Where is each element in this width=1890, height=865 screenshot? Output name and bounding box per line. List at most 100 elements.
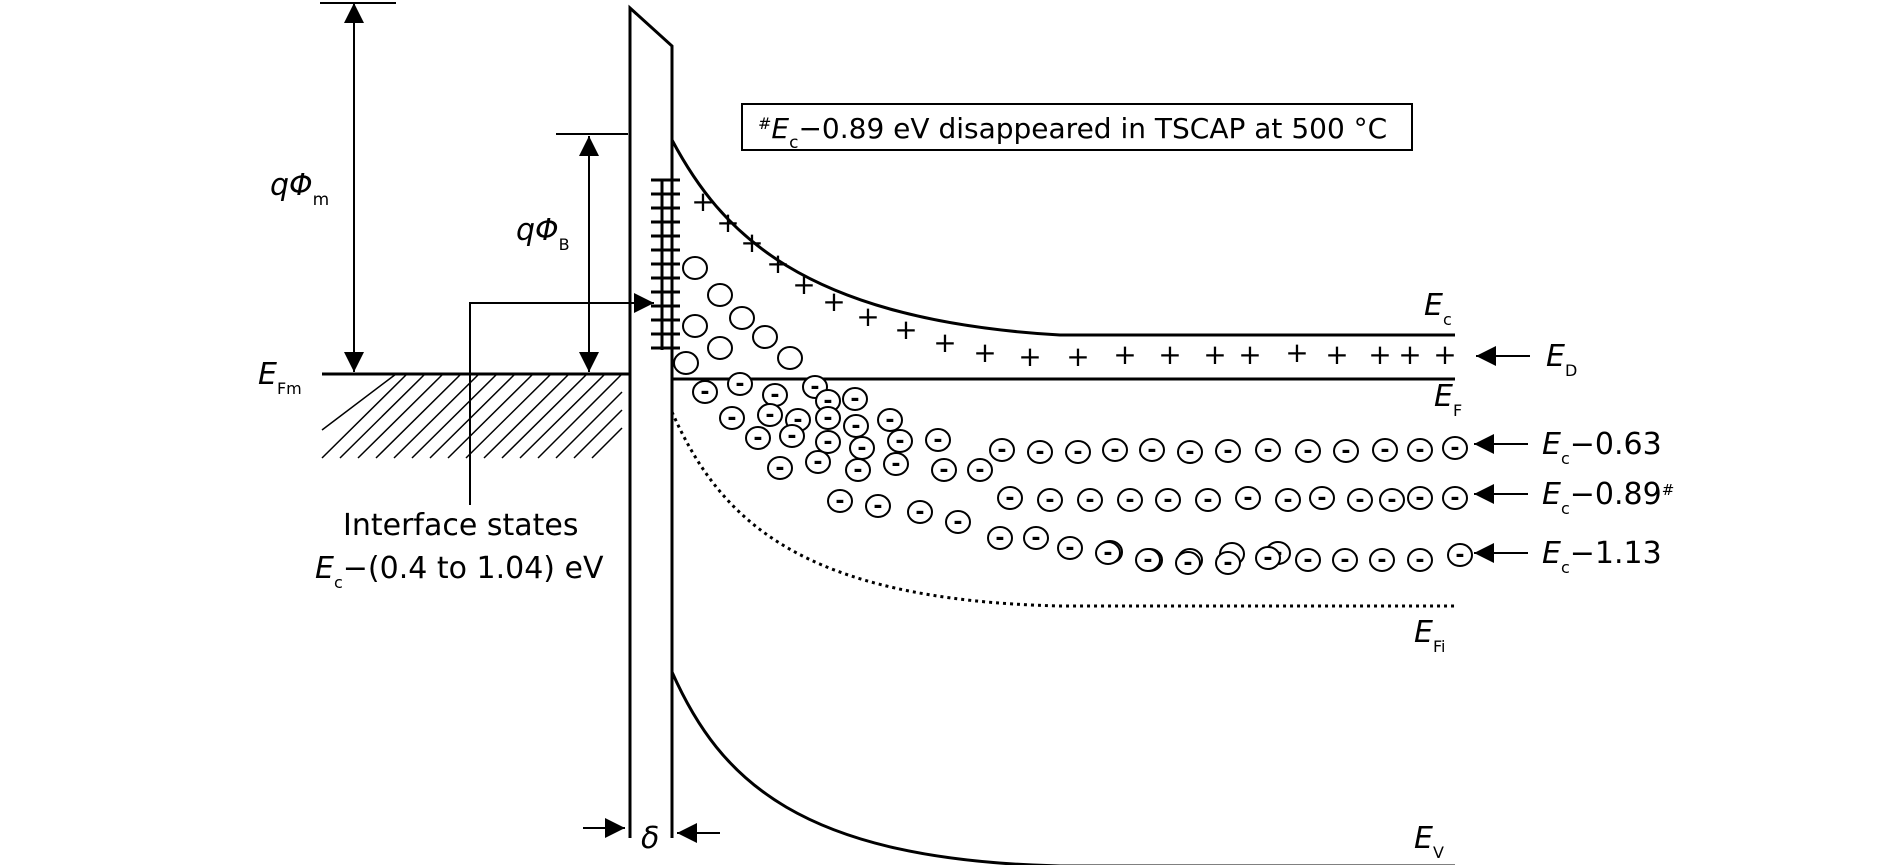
occupied-trap-circle <box>745 426 771 450</box>
minus-sign: - <box>1340 548 1349 573</box>
minus-sign: - <box>793 408 802 433</box>
occupied-trap-circle <box>1255 546 1281 570</box>
occupied-trap-circle <box>719 406 745 430</box>
q-phi-b-label: qΦB <box>516 213 570 254</box>
minus-sign: - <box>1450 486 1459 511</box>
occupied-trap-circle <box>883 452 909 476</box>
minus-sign: - <box>1455 543 1464 568</box>
minus-sign: - <box>1415 486 1424 511</box>
minus-sign: - <box>1147 438 1156 463</box>
minus-sign: - <box>873 494 882 519</box>
donor-plus: + <box>1285 336 1308 369</box>
occupied-trap-circle <box>1175 551 1201 575</box>
minus-sign: - <box>700 380 709 405</box>
occupied-trap-circle <box>1372 438 1398 462</box>
donor-plus: + <box>691 185 714 218</box>
empty-circle <box>682 256 708 280</box>
note-rest: −0.89 eV disappeared in TSCAP at 500 °C <box>798 112 1387 145</box>
occupied-trap-circle <box>827 489 853 513</box>
occupied-trap-circles: ----------------------------------------… <box>692 372 1473 576</box>
minus-sign: - <box>895 429 904 454</box>
occupied-trap-circle <box>1177 440 1203 464</box>
occupied-trap-circle <box>1332 548 1358 572</box>
empty-circle <box>777 346 803 370</box>
note-mark: # <box>758 114 771 133</box>
minus-sign: - <box>850 387 859 412</box>
e-d-label: ED <box>1546 339 1577 380</box>
empty-circle <box>729 306 755 330</box>
minus-sign: - <box>1303 548 1312 573</box>
trap-0.63-label: Ec−0.63 <box>1542 427 1662 468</box>
trap-0.89-label: Ec−0.89# <box>1542 477 1674 518</box>
donor-plus: + <box>1325 338 1348 371</box>
conduction-band-edge <box>670 139 1455 337</box>
minus-sign: - <box>1185 440 1194 465</box>
occupied-trap-circle <box>1077 488 1103 512</box>
minus-sign: - <box>753 426 762 451</box>
occupied-trap-circle <box>987 526 1013 550</box>
occupied-trap-circle <box>1379 488 1405 512</box>
minus-sign: - <box>939 458 948 483</box>
occupied-trap-circle <box>843 414 869 438</box>
minus-sign: - <box>1031 526 1040 551</box>
occupied-trap-circle <box>805 450 831 474</box>
donor-plus: + <box>1368 338 1391 371</box>
minus-sign: - <box>1103 541 1112 566</box>
note-e-sub: c <box>789 133 798 153</box>
occupied-trap-circle <box>815 406 841 430</box>
occupied-trap-circle <box>967 458 993 482</box>
minus-sign: - <box>810 375 819 400</box>
minus-sign: - <box>1183 551 1192 576</box>
q-phi-m-label: qΦm <box>270 168 329 210</box>
minus-sign: - <box>1377 548 1386 573</box>
occupied-trap-circle <box>757 403 783 427</box>
minus-sign: - <box>1243 486 1252 511</box>
minus-sign: - <box>787 424 796 449</box>
e-c-label: Ec <box>1424 288 1452 329</box>
minus-sign: - <box>1415 548 1424 573</box>
occupied-trap-circle <box>887 429 913 453</box>
e-fm-label: EFm <box>258 357 302 398</box>
minus-sign: - <box>1223 551 1232 576</box>
occupied-trap-circle <box>1407 438 1433 462</box>
empty-circle <box>752 325 778 349</box>
donor-plus: + <box>766 247 789 280</box>
donor-plus: + <box>1433 338 1456 371</box>
donor-plus: + <box>740 226 763 259</box>
occupied-trap-circle <box>945 510 971 534</box>
occupied-trap-circle <box>1369 548 1395 572</box>
minus-sign: - <box>1317 486 1326 511</box>
occupied-trap-circle <box>907 500 933 524</box>
occupied-trap-circle <box>815 430 841 454</box>
metal-hatch <box>321 373 623 459</box>
occupied-trap-circle <box>1065 440 1091 464</box>
minus-sign: - <box>1341 439 1350 464</box>
minus-sign: - <box>1263 438 1272 463</box>
occupied-trap-circle <box>1215 551 1241 575</box>
occupied-trap-circle <box>842 387 868 411</box>
minus-sign: - <box>1387 488 1396 513</box>
occupied-trap-circle <box>1275 488 1301 512</box>
occupied-trap-circle <box>1037 488 1063 512</box>
donor-plus: + <box>856 300 879 333</box>
minus-sign: - <box>823 389 832 414</box>
interface-states-range: Ec−(0.4 to 1.04) eV <box>315 551 604 592</box>
valence-band-edge <box>670 671 1455 865</box>
occupied-trap-circle <box>1295 439 1321 463</box>
empty-circle <box>707 283 733 307</box>
donor-plus-group: + + + + + + + + + + + + + + + + + + + + … <box>691 185 1456 373</box>
occupied-trap-circle <box>1139 438 1165 462</box>
minus-sign: - <box>823 406 832 431</box>
minus-sign: - <box>813 450 822 475</box>
donor-plus: + <box>894 313 917 346</box>
trap-1.13-label: Ec−1.13 <box>1542 536 1662 577</box>
minus-sign: - <box>1085 488 1094 513</box>
donor-plus: + <box>792 268 815 301</box>
e-fi-label: EFi <box>1414 615 1445 656</box>
minus-sign: - <box>727 406 736 431</box>
donor-plus: + <box>1066 340 1089 373</box>
interface-states-title: Interface states <box>343 508 578 543</box>
occupied-trap-circle <box>1295 548 1321 572</box>
occupied-trap-circle <box>1407 486 1433 510</box>
empty-circle <box>707 336 733 360</box>
